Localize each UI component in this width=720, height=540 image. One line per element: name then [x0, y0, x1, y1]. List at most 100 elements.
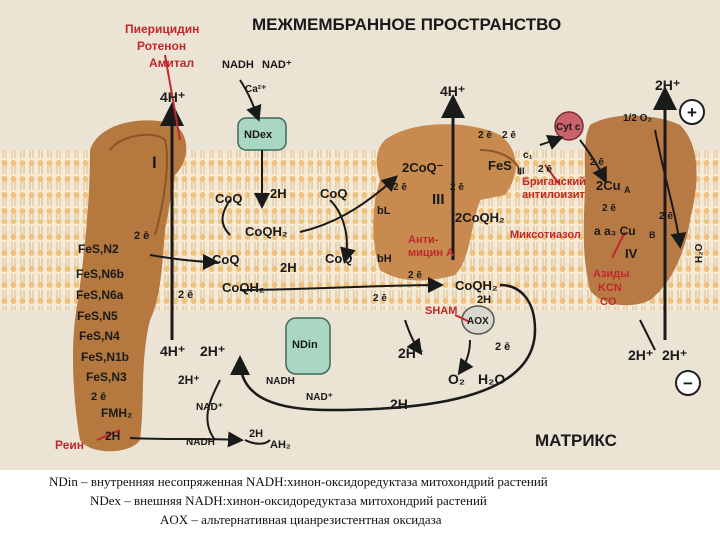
- inhibitor-line-i: [164, 54, 181, 141]
- c1-to-cytc: [539, 135, 564, 150]
- aox-to-h2o: [457, 339, 474, 376]
- cub-sub: B: [649, 230, 656, 240]
- proton-i-bottom-2: 2H⁺: [200, 343, 225, 359]
- intermembrane-label: МЕЖМЕМБРАННОЕ ПРОСТРАНСТВО: [252, 15, 561, 34]
- fes-n3: FeS,N3: [86, 370, 127, 384]
- nad-mid: NAD⁺: [306, 392, 333, 403]
- two-e-i-c: 2 ē: [91, 391, 106, 403]
- electron-pair: 2 ē: [373, 293, 387, 304]
- proton-iv-bottom-1: 2H⁺: [628, 347, 653, 363]
- complex-i-label: I: [152, 153, 157, 172]
- two-h-q1: 2H: [270, 186, 287, 201]
- aox-protein: [461, 305, 495, 335]
- electron-pair: 2 ē: [408, 270, 422, 281]
- electron-pair: 2 ē: [602, 203, 616, 214]
- complex-iii-ridge: [479, 149, 521, 176]
- inhibitor-piericidin: Пиерицидин: [125, 22, 199, 36]
- fmnh2-label: FMH₂: [101, 406, 132, 420]
- inhibitor-amytal: Амитал: [149, 56, 194, 70]
- fes-n6b: FeS,N6b: [76, 267, 124, 281]
- nad-bottom: NAD⁺: [196, 402, 223, 413]
- nd-in-label: NDin: [292, 339, 318, 351]
- bh-label: bH: [377, 253, 392, 265]
- caption-ndin: NDin – внутренняя несопряженная NADH:хин…: [49, 474, 548, 489]
- electron-transport-diagram: МЕЖМЕМБРАННОЕ ПРОСТРАНСТВО МАТРИКС + − П…: [0, 15, 720, 452]
- electron-pair: 2 ē: [538, 164, 552, 175]
- bl-label: bL: [377, 205, 391, 217]
- proton-left-mid: 2H⁺: [178, 373, 200, 387]
- coqh2-lower: CoQH₂: [455, 278, 498, 293]
- inhibitor-line-brilliant: [544, 164, 561, 186]
- cyt-c-label: Cyt c: [556, 122, 581, 133]
- electron-pair: 2 ē: [450, 182, 464, 193]
- coq-right-path: [329, 199, 356, 264]
- plus-circle: [679, 99, 705, 125]
- minus-sign: −: [683, 374, 693, 393]
- fes-n2: FeS,N2: [78, 242, 119, 256]
- aox-label: AOX: [467, 316, 489, 327]
- inhibitor-myxothiazol: Миксотиазол: [510, 229, 581, 241]
- nd-ex-label: NDex: [244, 129, 273, 141]
- complex-iv-label: IV: [625, 246, 638, 261]
- coqh2-to-pool: [239, 277, 444, 294]
- diagram-figure: МЕЖМЕМБРАННОЕ ПРОСТРАНСТВО МАТРИКС + − П…: [0, 0, 720, 470]
- coq-4: CoQ: [325, 251, 352, 266]
- two-e-aox: 2 ē: [495, 341, 510, 353]
- h2-center-arrow: [404, 319, 423, 356]
- nadh-bottom-arrow: [129, 431, 244, 448]
- coq-cycle-left: [221, 199, 231, 236]
- electron-pair: 2 ē: [590, 157, 604, 168]
- two-h-q2: 2H: [280, 260, 297, 275]
- fes-n1b: FeS,N1b: [81, 350, 129, 364]
- proton-iv-bottom-2: 2H⁺: [662, 347, 687, 363]
- cytc-to-cua: [579, 139, 607, 184]
- minus-circle: [675, 370, 701, 396]
- nadh-mid: NADH: [266, 376, 295, 387]
- caption-block: NDin – внутренняя несопряженная NADH:хин…: [0, 472, 720, 540]
- fes-to-coq: [149, 253, 219, 270]
- nad-top: NAD⁺: [262, 59, 292, 71]
- complex-iv-electrons: 2 ē 2 ē 2 ē: [590, 157, 673, 222]
- proton-i-top: 4H⁺: [160, 89, 185, 105]
- c1-label: c₁: [523, 150, 533, 161]
- two-coqh2-label: 2CoQH₂: [455, 210, 505, 225]
- coqh2-2: CoQH₂: [222, 280, 265, 295]
- nd-in-protein: [285, 317, 331, 375]
- matrix-loop: [230, 283, 537, 412]
- inhibitor-azides: Азиды: [593, 268, 630, 280]
- two-coq-semiquinone: 2CoQ⁻: [402, 160, 444, 175]
- h2o-aox-label: H₂O: [478, 371, 505, 387]
- inhibitor-rhein: Реин: [55, 438, 84, 452]
- ah2-label: AH₂: [270, 439, 291, 451]
- complex-i-shape: [73, 120, 187, 452]
- half-o2-label: 1/2 O₂: [623, 113, 652, 124]
- calcium-label: Ca²⁺: [245, 84, 266, 95]
- caption-aox: AOX – альтернативная цианрезистентная ок…: [160, 512, 442, 527]
- inhibitor-sham: SHAM: [425, 305, 457, 317]
- proton-iv-top: 2H⁺: [655, 77, 680, 93]
- coq-3: CoQ: [212, 252, 239, 267]
- electron-pair: 2 ē: [502, 130, 516, 141]
- nadh-bottom: NADH: [186, 437, 215, 448]
- two-cua-label: 2Cu: [596, 178, 621, 193]
- coqh2-to-iii: [299, 175, 398, 233]
- nadh-top: NADH: [222, 59, 254, 71]
- inhibitor-antimycin-2: мицин А: [408, 247, 454, 259]
- coqh2-1: CoQH₂: [245, 224, 288, 239]
- two-e-i-a: 2 ē: [134, 230, 149, 242]
- inhibitor-rotenone: Ротенон: [137, 39, 186, 53]
- inhibitor-co: CO: [600, 296, 617, 308]
- ndin-loop: [206, 379, 221, 441]
- cua-sub: A: [624, 185, 631, 195]
- h2o-iv-label: H₂O: [694, 243, 705, 263]
- complex-i-ridge: [109, 133, 168, 236]
- caption-ndex: NDex – внешняя NADH:хинон-оксидоредуктаз…: [90, 493, 487, 508]
- two-h-i-bottom: 2H: [105, 429, 120, 443]
- fes-n5: FeS,N5: [77, 309, 118, 323]
- fes-iii-label: FeS: [488, 158, 512, 173]
- plus-sign: +: [687, 103, 697, 122]
- electron-pair: 2 ē: [393, 182, 407, 193]
- fes-n6a: FeS,N6a: [76, 288, 124, 302]
- proton-iii-top: 4H⁺: [440, 83, 465, 99]
- proton-matrix: 2H: [390, 396, 408, 412]
